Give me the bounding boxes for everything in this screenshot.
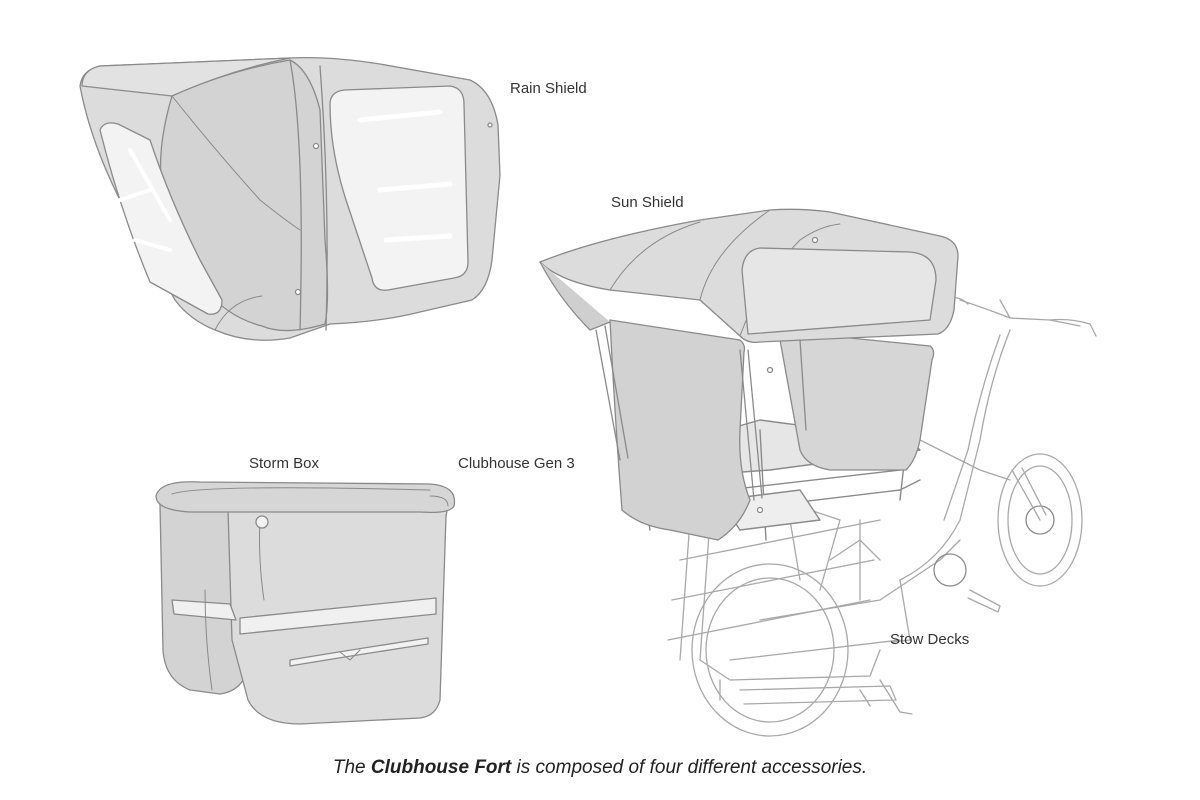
figure-caption: The Clubhouse Fort is composed of four d… xyxy=(0,757,1200,779)
stow-decks-label: Stow Decks xyxy=(890,631,970,648)
clubhouse-gen3-label: Clubhouse Gen 3 xyxy=(458,455,575,472)
sun-shield-illustration xyxy=(539,208,959,541)
sun-shield-label: Sun Shield xyxy=(611,194,684,211)
rain-shield-illustration xyxy=(79,56,501,363)
cargo-bike-illustration xyxy=(667,296,1097,737)
rain-shield-label: Rain Shield xyxy=(510,80,587,97)
rain-shield-left-window xyxy=(99,122,223,315)
storm-box-label: Storm Box xyxy=(249,455,320,472)
bird-logo-icon xyxy=(201,344,221,363)
storm-box-illustration xyxy=(155,481,456,725)
caption-prefix: The xyxy=(332,757,371,778)
caption-suffix: is composed of four different accessorie… xyxy=(511,757,868,778)
caption-product-name: Clubhouse Fort xyxy=(370,757,512,778)
